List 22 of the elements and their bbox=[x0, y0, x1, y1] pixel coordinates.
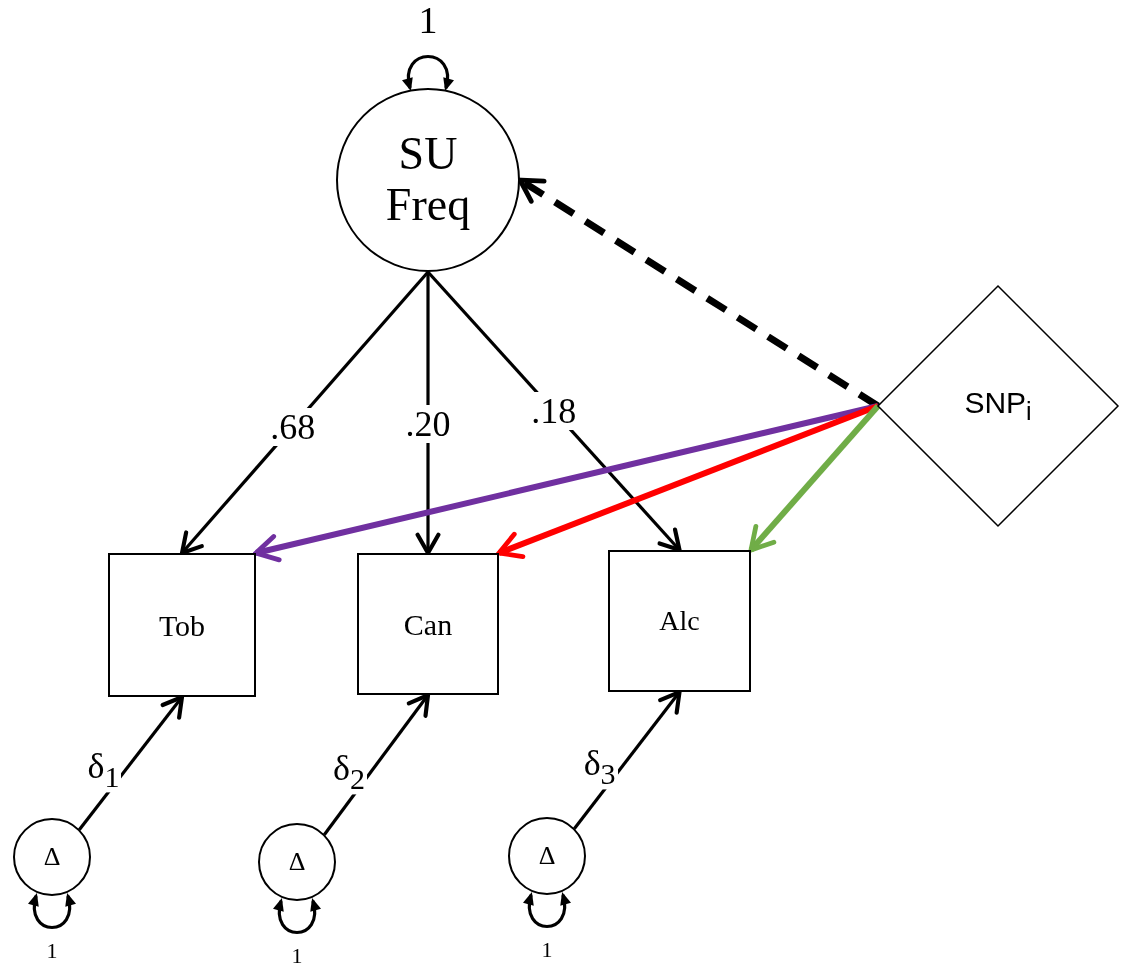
arrow bbox=[426, 270, 682, 553]
node-label: Tob bbox=[158, 608, 206, 642]
node-label: Δ bbox=[43, 842, 61, 872]
residual-circle bbox=[508, 817, 586, 895]
residual-circle bbox=[13, 818, 91, 896]
indicator-box bbox=[108, 553, 256, 697]
variance-loop-arrow bbox=[28, 892, 76, 930]
arrow bbox=[748, 404, 881, 553]
observed-variable-diamond bbox=[878, 286, 1118, 526]
variance-loop-arrow bbox=[402, 55, 454, 92]
indicator-box bbox=[357, 553, 499, 695]
node-label: SNP$_{i}$ bbox=[964, 386, 1032, 426]
indicator-box bbox=[608, 550, 751, 692]
variance-loop-arrow bbox=[273, 897, 321, 935]
arrow bbox=[496, 403, 880, 559]
node-label: SU Freq bbox=[384, 129, 472, 231]
node-label: Can bbox=[403, 607, 453, 641]
node-label: Alc bbox=[659, 605, 700, 637]
node-label: Δ bbox=[538, 841, 556, 871]
arrow bbox=[253, 403, 879, 563]
node-label: Δ bbox=[288, 847, 306, 877]
variance-loop-arrow bbox=[523, 891, 571, 929]
